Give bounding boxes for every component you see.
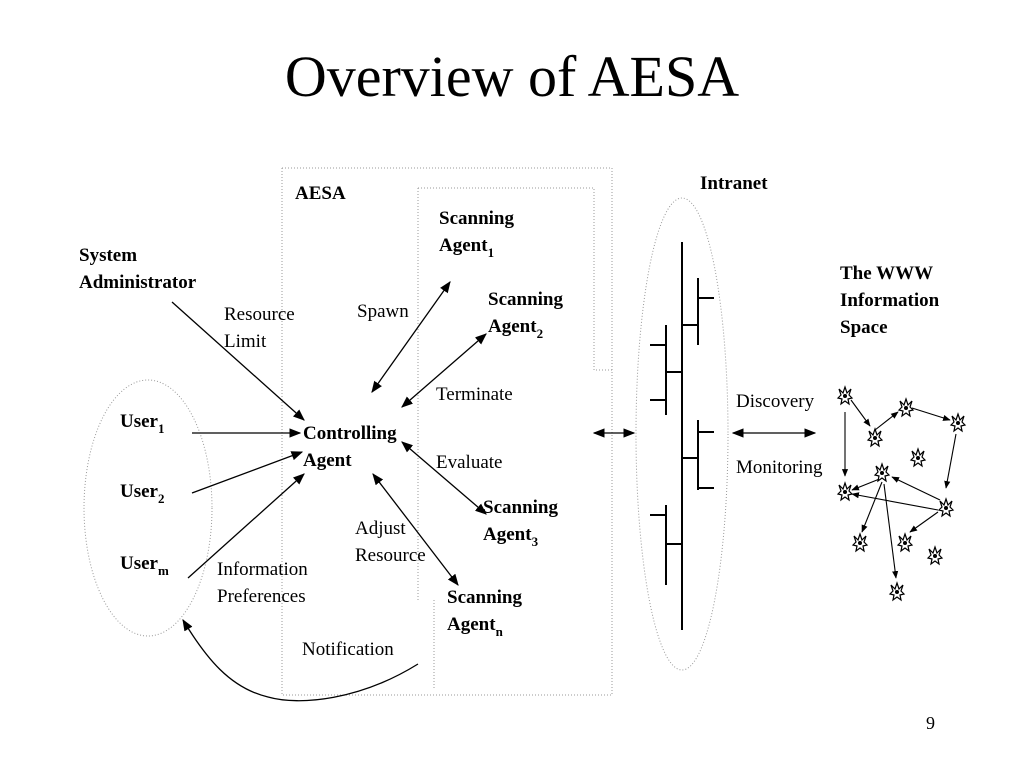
intranet-ellipse [635, 197, 729, 671]
diagram-arrows [171, 281, 817, 702]
users-ellipse [83, 379, 213, 637]
terminate-label: Terminate [436, 384, 513, 405]
notification-arrow [182, 618, 419, 702]
notification-label: Notification [302, 639, 394, 660]
scanning-agent-2-label: Scanning Agent2 [488, 289, 563, 341]
aesa-label: AESA [295, 183, 346, 204]
system-administrator-label: System Administrator [79, 245, 197, 293]
www-graph [841, 399, 957, 579]
scanning-agent-1-label: Scanning Agent1 [439, 208, 514, 260]
aesa-boundary [281, 167, 613, 696]
adjust-resource-label: Adjust Resource [355, 518, 426, 566]
user-1-label: User1 [120, 411, 165, 436]
user2-to-controller-arrow [191, 451, 304, 494]
monitoring-label: Monitoring [736, 457, 823, 478]
page-number: 9 [926, 713, 935, 733]
terminate-arrow [401, 333, 487, 408]
information-preferences-label: Information Preferences [217, 559, 308, 607]
discovery-label: Discovery [736, 391, 815, 412]
intranet-network [650, 242, 714, 630]
slide-title: Overview of AESA [284, 44, 740, 109]
scanning-agents-region [418, 187, 612, 371]
adjust-resource-arrow [372, 473, 459, 586]
admin-to-controller-arrow [171, 301, 305, 421]
user-m-label: Userm [120, 553, 169, 578]
resource-limit-label: Resource Limit [224, 304, 295, 352]
controlling-agent-label: Controlling Agent [303, 423, 397, 471]
userm-to-controller-arrow [187, 473, 305, 579]
user-2-label: User2 [120, 481, 165, 506]
spawn-label: Spawn [357, 301, 409, 322]
scanning-agent-3-label: Scanning Agent3 [483, 497, 558, 549]
evaluate-label: Evaluate [436, 452, 503, 473]
scanning-agent-n-label: Scanning Agentn [447, 587, 522, 639]
www-label: The WWW Information Space [840, 263, 940, 338]
intranet-label: Intranet [700, 173, 768, 194]
